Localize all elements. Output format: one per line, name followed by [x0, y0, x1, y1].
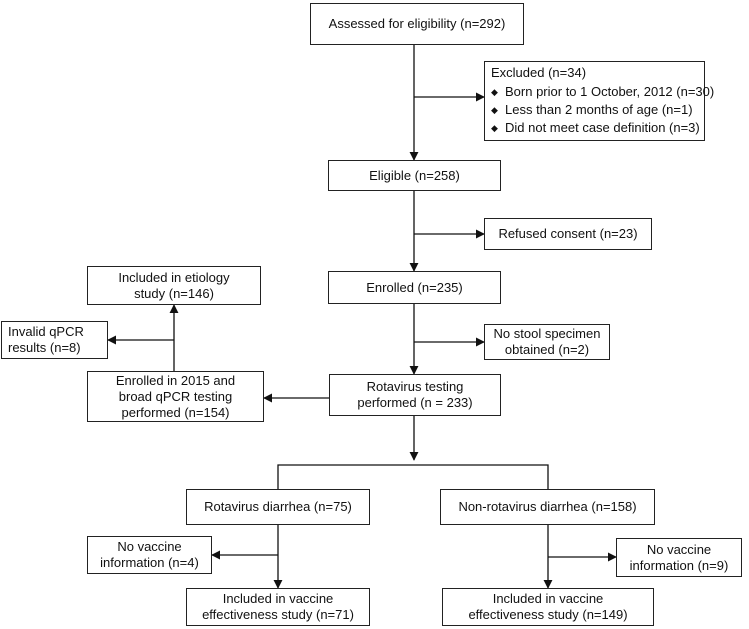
excluded-item: ◆Born prior to 1 October, 2012 (n=30) [491, 84, 715, 99]
node-nonrotavirus-diarrhea: Non-rotavirus diarrhea (n=158) [440, 489, 655, 525]
node-ve-study-right: Included in vaccine effectiveness study … [442, 588, 654, 626]
edge-split-branches [277, 464, 549, 489]
diamond-bullet-icon: ◆ [491, 123, 498, 133]
node-rotavirus-diarrhea: Rotavirus diarrhea (n=75) [186, 489, 370, 525]
excluded-list: ◆Born prior to 1 October, 2012 (n=30) ◆L… [491, 83, 714, 137]
node-refused: Refused consent (n=23) [484, 218, 652, 250]
node-no-vaccine-right: No vaccine information (n=9) [616, 538, 742, 577]
node-assessed: Assessed for eligibility (n=292) [310, 3, 524, 45]
excluded-item: ◆Did not meet case definition (n=3) [491, 120, 700, 135]
node-eligible: Eligible (n=258) [328, 160, 501, 191]
node-no-stool: No stool specimen obtained (n=2) [484, 324, 610, 360]
diamond-bullet-icon: ◆ [491, 87, 498, 97]
node-enrolled-2015: Enrolled in 2015 and broad qPCR testing … [87, 371, 264, 422]
node-excluded: Excluded (n=34) ◆Born prior to 1 October… [484, 61, 714, 141]
node-rotavirus-testing: Rotavirus testing performed (n = 233) [329, 374, 501, 416]
excluded-item: ◆Less than 2 months of age (n=1) [491, 102, 693, 117]
node-invalid-qpcr: Invalid qPCR results (n=8) [1, 321, 108, 359]
node-ve-study-left: Included in vaccine effectiveness study … [186, 588, 370, 626]
diamond-bullet-icon: ◆ [491, 105, 498, 115]
node-no-vaccine-left: No vaccine information (n=4) [87, 536, 212, 574]
node-etiology: Included in etiology study (n=146) [87, 266, 261, 305]
node-enrolled: Enrolled (n=235) [328, 271, 501, 304]
excluded-title: Excluded (n=34) [491, 65, 587, 80]
